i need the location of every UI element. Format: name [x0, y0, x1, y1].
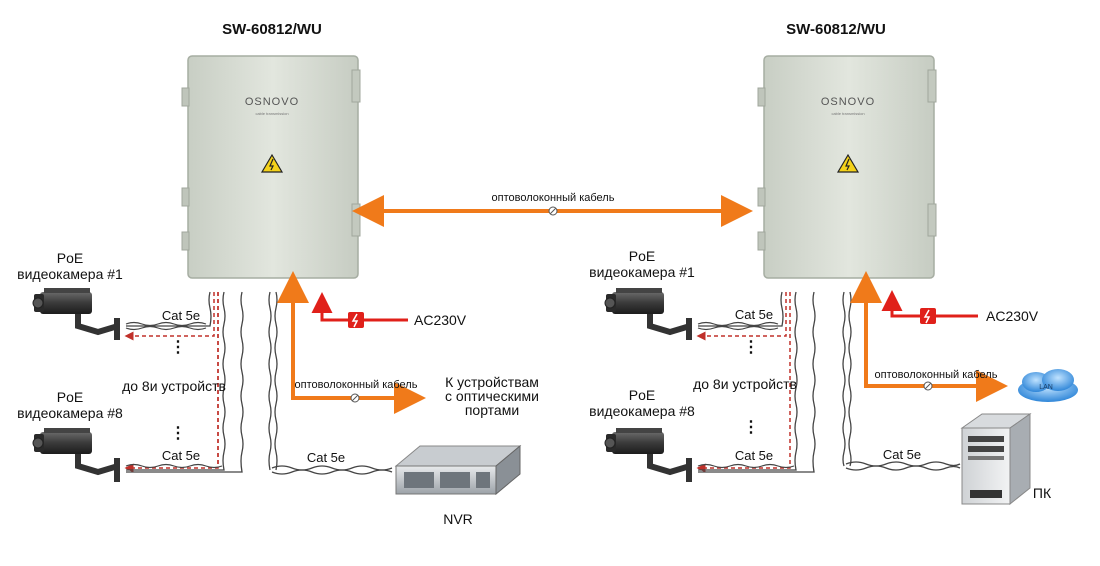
camera-icon — [32, 288, 120, 340]
right-switch-title: SW-60812/WU — [786, 21, 886, 38]
pc-tower: ПК — [960, 413, 1052, 506]
right-power-icon — [920, 308, 936, 324]
pc-label: ПК — [1033, 485, 1052, 501]
fiber-link-label: оптоволоконный кабель — [492, 192, 615, 204]
right-cat-top-label: Cat 5e — [735, 307, 773, 322]
left-power-icon — [348, 312, 364, 328]
right-camera8-line2: видеокамера #8 — [589, 403, 695, 419]
nvr-label: NVR — [443, 511, 473, 527]
fiber-link: оптоволоконный кабель — [352, 192, 753, 227]
left-nvr-cat-label: Cat 5e — [307, 450, 345, 465]
left-camera8-line2: видеокамера #8 — [17, 405, 123, 421]
left-brand-logo: OSNOVO — [245, 96, 299, 108]
left-cat-bottom-label: Cat 5e — [162, 448, 200, 463]
left-warning-icon — [260, 153, 284, 173]
right-warning-icon — [836, 153, 860, 173]
left-camera-1: PoE видеокамера #1 — [17, 250, 123, 340]
left-camera8-line1: PoE — [57, 389, 83, 405]
right-camera1-line1: PoE — [629, 248, 655, 264]
left-switch-title: SW-60812/WU — [222, 21, 322, 38]
right-cat-bottom-label: Cat 5e — [735, 448, 773, 463]
left-camera1-line2: видеокамера #1 — [17, 266, 123, 282]
lan-label: LAN — [1039, 384, 1053, 391]
right-camera8-line1: PoE — [629, 387, 655, 403]
left-camera1-line1: PoE — [57, 250, 83, 266]
left-switch: SW-60812/WU OSNOVO cable transmission — [181, 21, 361, 279]
left-fiber-dest-3: портами — [465, 402, 519, 418]
camera-icon — [32, 428, 120, 482]
nvr-device: NVR — [394, 444, 522, 527]
right-camera-1: PoE видеокамера #1 — [589, 248, 695, 340]
svg-text:⋮: ⋮ — [170, 425, 186, 442]
left-fiber-label: оптоволоконный кабель — [295, 379, 418, 391]
svg-text:⋮: ⋮ — [170, 339, 186, 356]
camera-icon — [604, 288, 692, 340]
right-camera1-line2: видеокамера #1 — [589, 264, 695, 280]
right-up-to-label: до 8и устройств — [693, 376, 797, 392]
right-ac-label: AC230V — [986, 308, 1039, 324]
camera-icon — [604, 428, 692, 482]
right-brand-logo: OSNOVO — [821, 96, 875, 108]
left-camera-8: PoE видеокамера #8 — [17, 389, 123, 482]
svg-text:⋮: ⋮ — [743, 419, 759, 436]
right-switch: SW-60812/WU OSNOVO cable transmission — [757, 21, 937, 279]
left-cat-top-label: Cat 5e — [162, 308, 200, 323]
left-ac-label: AC230V — [414, 312, 467, 328]
svg-text:⋮: ⋮ — [743, 339, 759, 356]
left-fiber-dest-1: К устройствам — [445, 374, 539, 390]
right-pc-cat-label: Cat 5e — [883, 447, 921, 462]
left-fiber-dest-2: с оптическими — [445, 388, 539, 404]
left-cables: Cat 5e оптоволоконный кабель К устройств… — [122, 271, 539, 475]
lan-cloud-icon: LAN — [1018, 369, 1078, 402]
left-brand-sub: cable transmission — [255, 111, 288, 116]
right-brand-sub: cable transmission — [831, 111, 864, 116]
left-up-to-label: до 8и устройств — [122, 378, 226, 394]
right-camera-8: PoE видеокамера #8 — [589, 387, 695, 482]
right-fiber-label: оптоволоконный кабель — [875, 369, 998, 381]
right-cables: Cat 5e оптоволоконный кабель LAN AC230V … — [693, 271, 1078, 473]
